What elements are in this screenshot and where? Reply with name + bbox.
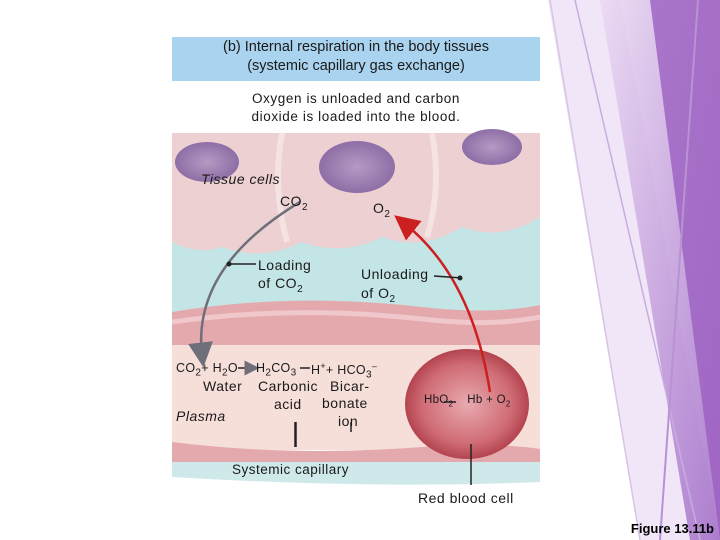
equation-co2-h2o: CO2+ H2O <box>176 361 238 379</box>
subtitle-line-2: dioxide is loaded into the blood. <box>251 109 461 124</box>
plasma-label: Plasma <box>176 408 226 424</box>
acid-label: acid <box>274 396 302 412</box>
loading-label-line-2: of CO2 <box>258 275 304 295</box>
red-blood-cell-label: Red blood cell <box>418 490 514 506</box>
o2-label: O2 <box>373 200 391 220</box>
red-blood-cell <box>405 349 529 459</box>
cell-nucleus <box>175 142 239 182</box>
title-line-2: (systemic capillary gas exchange) <box>247 58 465 74</box>
unloading-label-line-2: of O2 <box>361 285 396 305</box>
equation-h2co3: H2CO3 <box>256 361 297 379</box>
subtitle-line-1: Oxygen is unloaded and carbon <box>251 91 461 106</box>
ion-label: ion <box>338 413 359 429</box>
co2-loading-arrow <box>188 200 301 368</box>
bicarbonate-label-2: bonate <box>322 395 368 411</box>
loading-label-line-1: Loading <box>258 257 312 273</box>
figure-label: Figure 13.11b <box>630 521 714 536</box>
bicarbonate-label-1: Bicar- <box>330 378 370 394</box>
title-band <box>172 37 540 81</box>
co2-label: CO2 <box>280 193 309 213</box>
unloading-label-line-1: Unloading <box>361 266 429 282</box>
tissue-cells-label: Tissue cells <box>201 171 281 187</box>
water-label: Water <box>203 378 243 394</box>
carbonic-label: Carbonic <box>258 378 319 394</box>
title-line-1: (b) Internal respiration in the body tis… <box>223 39 489 55</box>
o2-unloading-arrow <box>394 215 492 393</box>
gas-exchange-illustration <box>172 81 540 523</box>
cell-nucleus <box>462 129 522 165</box>
equation-h-hco3: H++ HCO3– <box>311 361 378 381</box>
systemic-capillary-label: Systemic capillary <box>232 462 350 477</box>
cell-nucleus <box>319 141 395 193</box>
